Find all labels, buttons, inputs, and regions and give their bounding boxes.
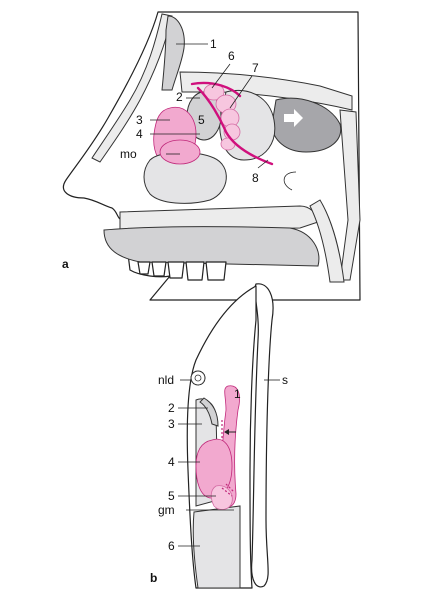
label-a-4: 4 — [136, 127, 143, 141]
label-a-7: 7 — [252, 61, 259, 75]
basal-lamella-line — [190, 81, 274, 166]
label-a-2: 2 — [176, 90, 183, 104]
label-b-nld: nld — [158, 373, 174, 387]
panel-a-leader-lines — [150, 43, 269, 169]
label-b-6: 6 — [168, 539, 175, 553]
label-a-6: 6 — [228, 49, 235, 63]
clivus — [339, 109, 361, 281]
frontal-sinus — [161, 15, 185, 91]
panel-a-sagittal-section: 1 2 3 4 5 6 7 8 mo a — [62, 11, 361, 301]
label-b-1: 1 — [234, 387, 241, 401]
panel-a-letter: a — [62, 257, 69, 271]
nasal-septum — [251, 283, 274, 588]
panel-b-coronal-section: nld s 1 2 3 4 5 gm 6 b — [150, 283, 288, 589]
nasolacrimal-duct — [190, 370, 206, 386]
sphenoid-sinus — [271, 97, 342, 153]
nasal-bone — [91, 13, 173, 163]
label-a-1: 1 — [210, 37, 217, 51]
label-b-s: s — [282, 373, 288, 387]
label-a-3: 3 — [136, 113, 143, 127]
arrow-head-icon — [224, 429, 229, 435]
arrow-icon — [284, 109, 303, 127]
label-b-gm: gm — [158, 503, 175, 517]
maxilla — [103, 226, 320, 267]
label-b-5: 5 — [168, 489, 175, 503]
panel-b-letter: b — [150, 571, 157, 585]
label-b-2: 2 — [168, 401, 175, 415]
ethmoid-bulla-b — [195, 438, 233, 499]
label-a-mo: mo — [120, 147, 137, 161]
eustachian-tube-mark — [283, 171, 297, 191]
panel-b-leader-lines — [178, 379, 280, 547]
inferior-turbinate-b — [192, 505, 241, 589]
lower-mucosa-b — [210, 485, 233, 510]
label-b-3: 3 — [168, 417, 175, 431]
maxillary-ostium — [159, 139, 201, 165]
teeth-row — [137, 261, 227, 281]
pharynx-wall — [309, 199, 345, 283]
label-a-8: 8 — [252, 171, 259, 185]
ostium-marker — [221, 420, 235, 497]
label-a-5: 5 — [198, 113, 205, 127]
label-b-4: 4 — [168, 455, 175, 469]
uncinate-b — [199, 397, 219, 427]
